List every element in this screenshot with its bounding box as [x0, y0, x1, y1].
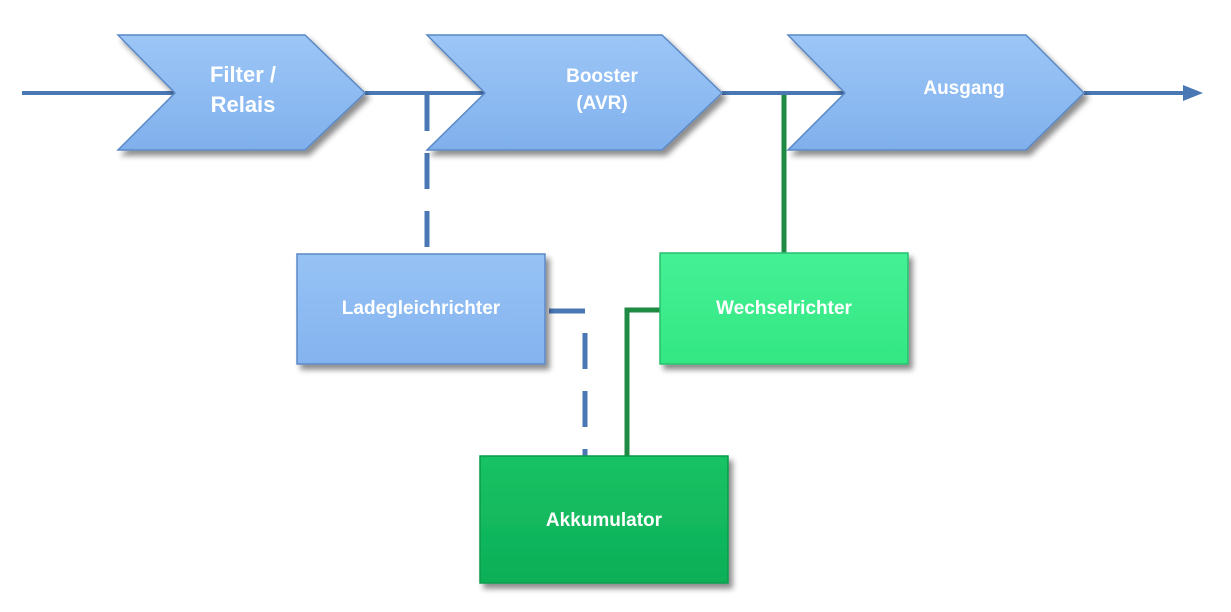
ausgang-block[interactable]: Ausgang [786, 34, 1086, 151]
akkumulator-label: Akkumulator [546, 510, 663, 531]
ausgang-chevron [786, 34, 1086, 151]
filter-relais-chevron [116, 34, 367, 151]
filter-relais-label-line2: Relais [211, 92, 276, 117]
wechselrichter-label: Wechselrichter [716, 298, 852, 319]
wechselrichter-box [659, 252, 909, 365]
ladegleichrichter-block[interactable]: Ladegleichrichter [296, 253, 546, 365]
output-arrowhead [1183, 85, 1203, 101]
ladegleichrichter-label: Ladegleichrichter [342, 298, 501, 319]
filter-relais-label-line1: Filter / [210, 62, 276, 87]
booster-avr-block[interactable]: Booster (AVR) [425, 34, 724, 151]
ausgang-label: Ausgang [923, 78, 1004, 99]
booster-avr-label-line2: (AVR) [576, 93, 627, 114]
dashed-line-charger-to-battery [545, 308, 588, 456]
akkumulator-box [479, 455, 729, 584]
filter-relais-block[interactable]: Filter / Relais [116, 34, 367, 151]
akkumulator-block[interactable]: Akkumulator [479, 455, 729, 584]
booster-avr-chevron [425, 34, 724, 151]
booster-avr-label-line1: Booster [566, 66, 638, 87]
green-line-battery-to-inverter [624, 307, 660, 456]
wechselrichter-block[interactable]: Wechselrichter [659, 252, 909, 365]
ladegleichrichter-box [296, 253, 546, 365]
